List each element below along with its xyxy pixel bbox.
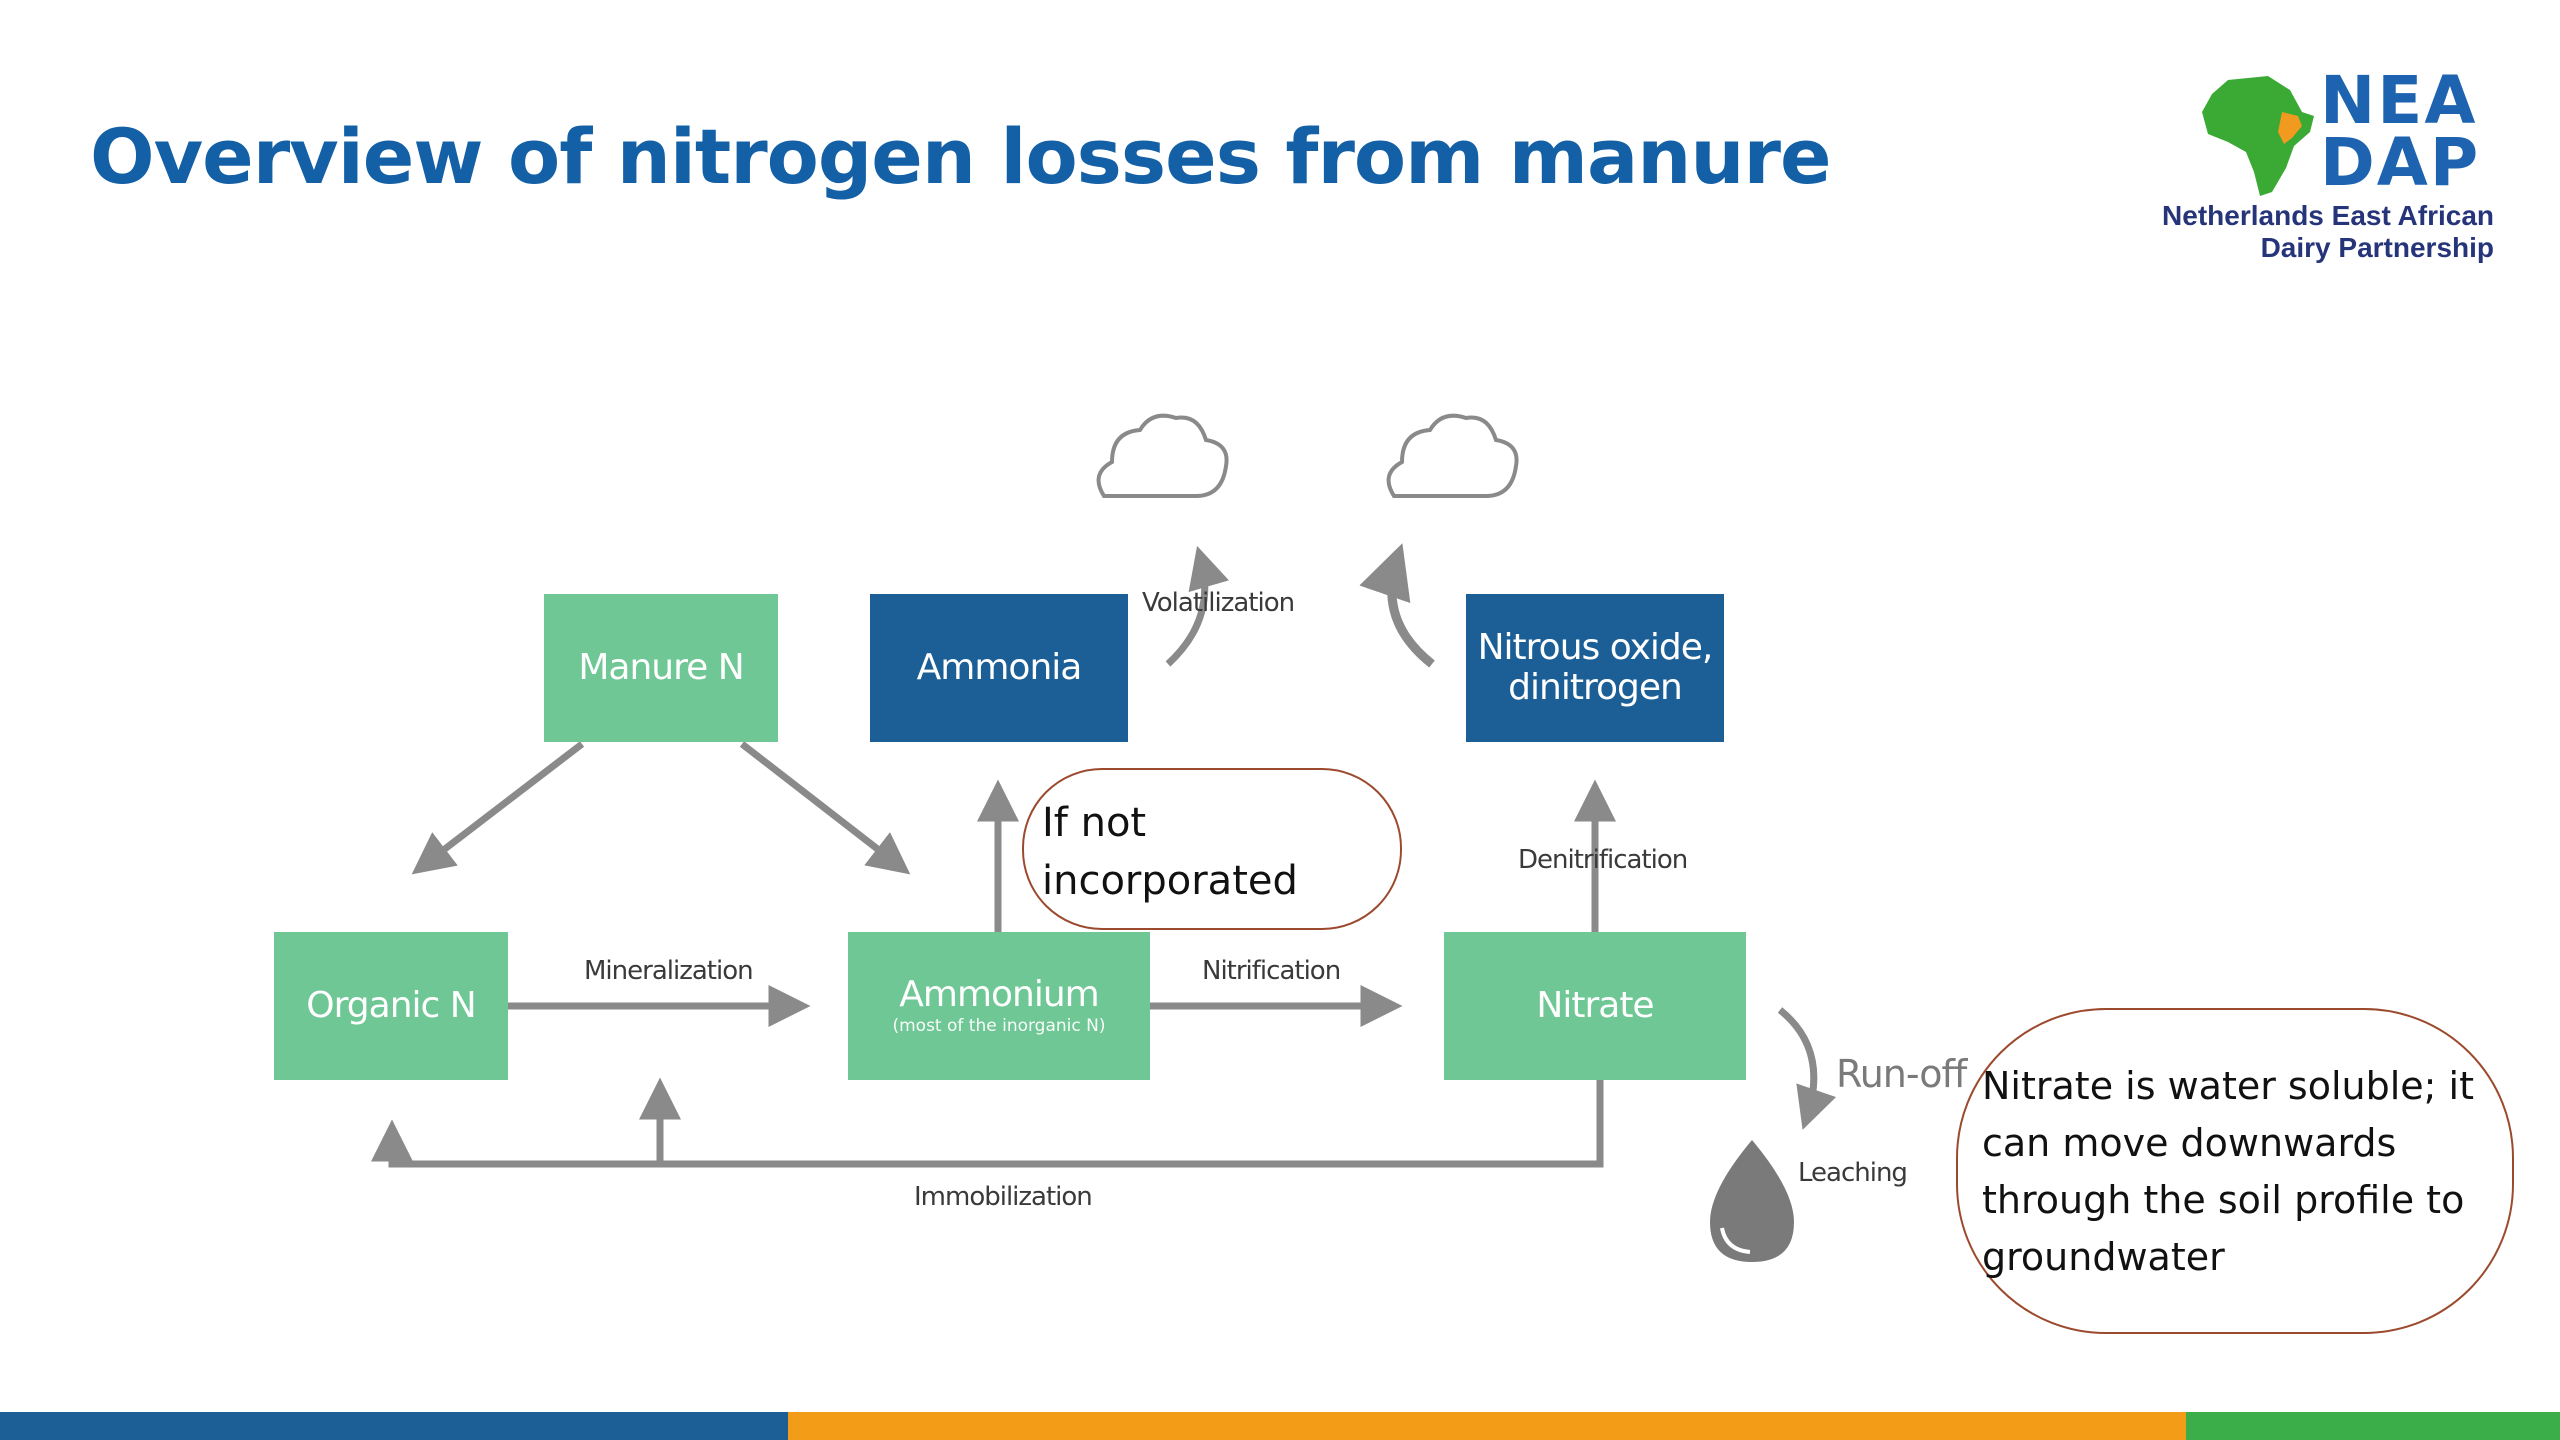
ammonium-sublabel: (most of the inorganic N) (892, 1016, 1106, 1036)
footer-stripe-blue (0, 1412, 788, 1440)
footer-stripe-orange (788, 1412, 2186, 1440)
logo-subtitle-line2: Dairy Partnership (2260, 232, 2494, 263)
nitrate-label: Nitrate (1536, 985, 1654, 1026)
nitrification-label: Nitrification (1202, 956, 1341, 986)
callout-line: incorporated (1042, 858, 1298, 904)
ammonia-box: Ammonia (870, 594, 1128, 742)
slide-title: Overview of nitrogen losses from manure (90, 112, 1832, 201)
nitrate-box: Nitrate (1444, 932, 1746, 1080)
volatilization-label: Volatilization (1142, 588, 1295, 618)
callout-line: through the soil profile to (1982, 1178, 2465, 1222)
mineralization-label: Mineralization (584, 956, 754, 986)
logo-subtitle-line1: Netherlands East African (2162, 200, 2494, 231)
cloud-icon (1386, 413, 1519, 498)
nitrate-leaching-callout: Nitrate is water soluble; it can move do… (1956, 1008, 2514, 1334)
callout-line: can move downwards (1982, 1121, 2397, 1165)
logo-word-line1: NEA (2320, 68, 2477, 134)
nitrous-oxide-label-line2: dinitrogen (1508, 667, 1683, 708)
water-drop-icon (1710, 1140, 1794, 1262)
leaching-label: Leaching (1798, 1158, 1908, 1188)
nitrous-oxide-box: Nitrous oxide, dinitrogen (1466, 594, 1724, 742)
logo-word-line2: DAP (2320, 130, 2480, 196)
manure-n-box: Manure N (544, 594, 778, 742)
manure-to-organic-arrow (411, 741, 585, 875)
callout-line: If not (1042, 800, 1147, 846)
manure-to-ammonium-arrow (739, 741, 911, 875)
immobilization-label: Immobilization (914, 1182, 1093, 1212)
africa-map-icon (2202, 76, 2314, 196)
callout-line: groundwater (1982, 1235, 2225, 1279)
logo-word-dap: DAP (2320, 124, 2481, 201)
logo-word-nea: NEA (2320, 62, 2478, 139)
not-incorporated-callout: If not incorporated (1022, 768, 1402, 930)
nea-dap-logo: NEA DAP Netherlands East African Dairy P… (2120, 60, 2500, 280)
volatilization-arrow (1165, 545, 1229, 667)
manure-n-label: Manure N (578, 647, 744, 688)
denitrification-label: Denitrification (1518, 845, 1688, 875)
ammonium-box: Ammonium (most of the inorganic N) (848, 932, 1150, 1080)
run-off-arrow (1777, 1007, 1837, 1130)
callout-line: Nitrate is water soluble; it (1982, 1064, 2475, 1108)
water-drop-highlight (1720, 1227, 1751, 1254)
ammonium-label: Ammonium (899, 974, 1099, 1015)
run-off-label: Run-off (1836, 1052, 1967, 1096)
organic-n-label: Organic N (306, 985, 476, 1026)
cloud-icon (1096, 413, 1229, 498)
footer-stripe-green (2186, 1412, 2560, 1440)
nitrous-oxide-label-line1: Nitrous oxide, (1477, 627, 1714, 668)
ammonia-label: Ammonia (916, 647, 1083, 688)
emission-arrow (1359, 543, 1435, 668)
immobilization-path (371, 1080, 1604, 1168)
organic-n-box: Organic N (274, 932, 508, 1080)
